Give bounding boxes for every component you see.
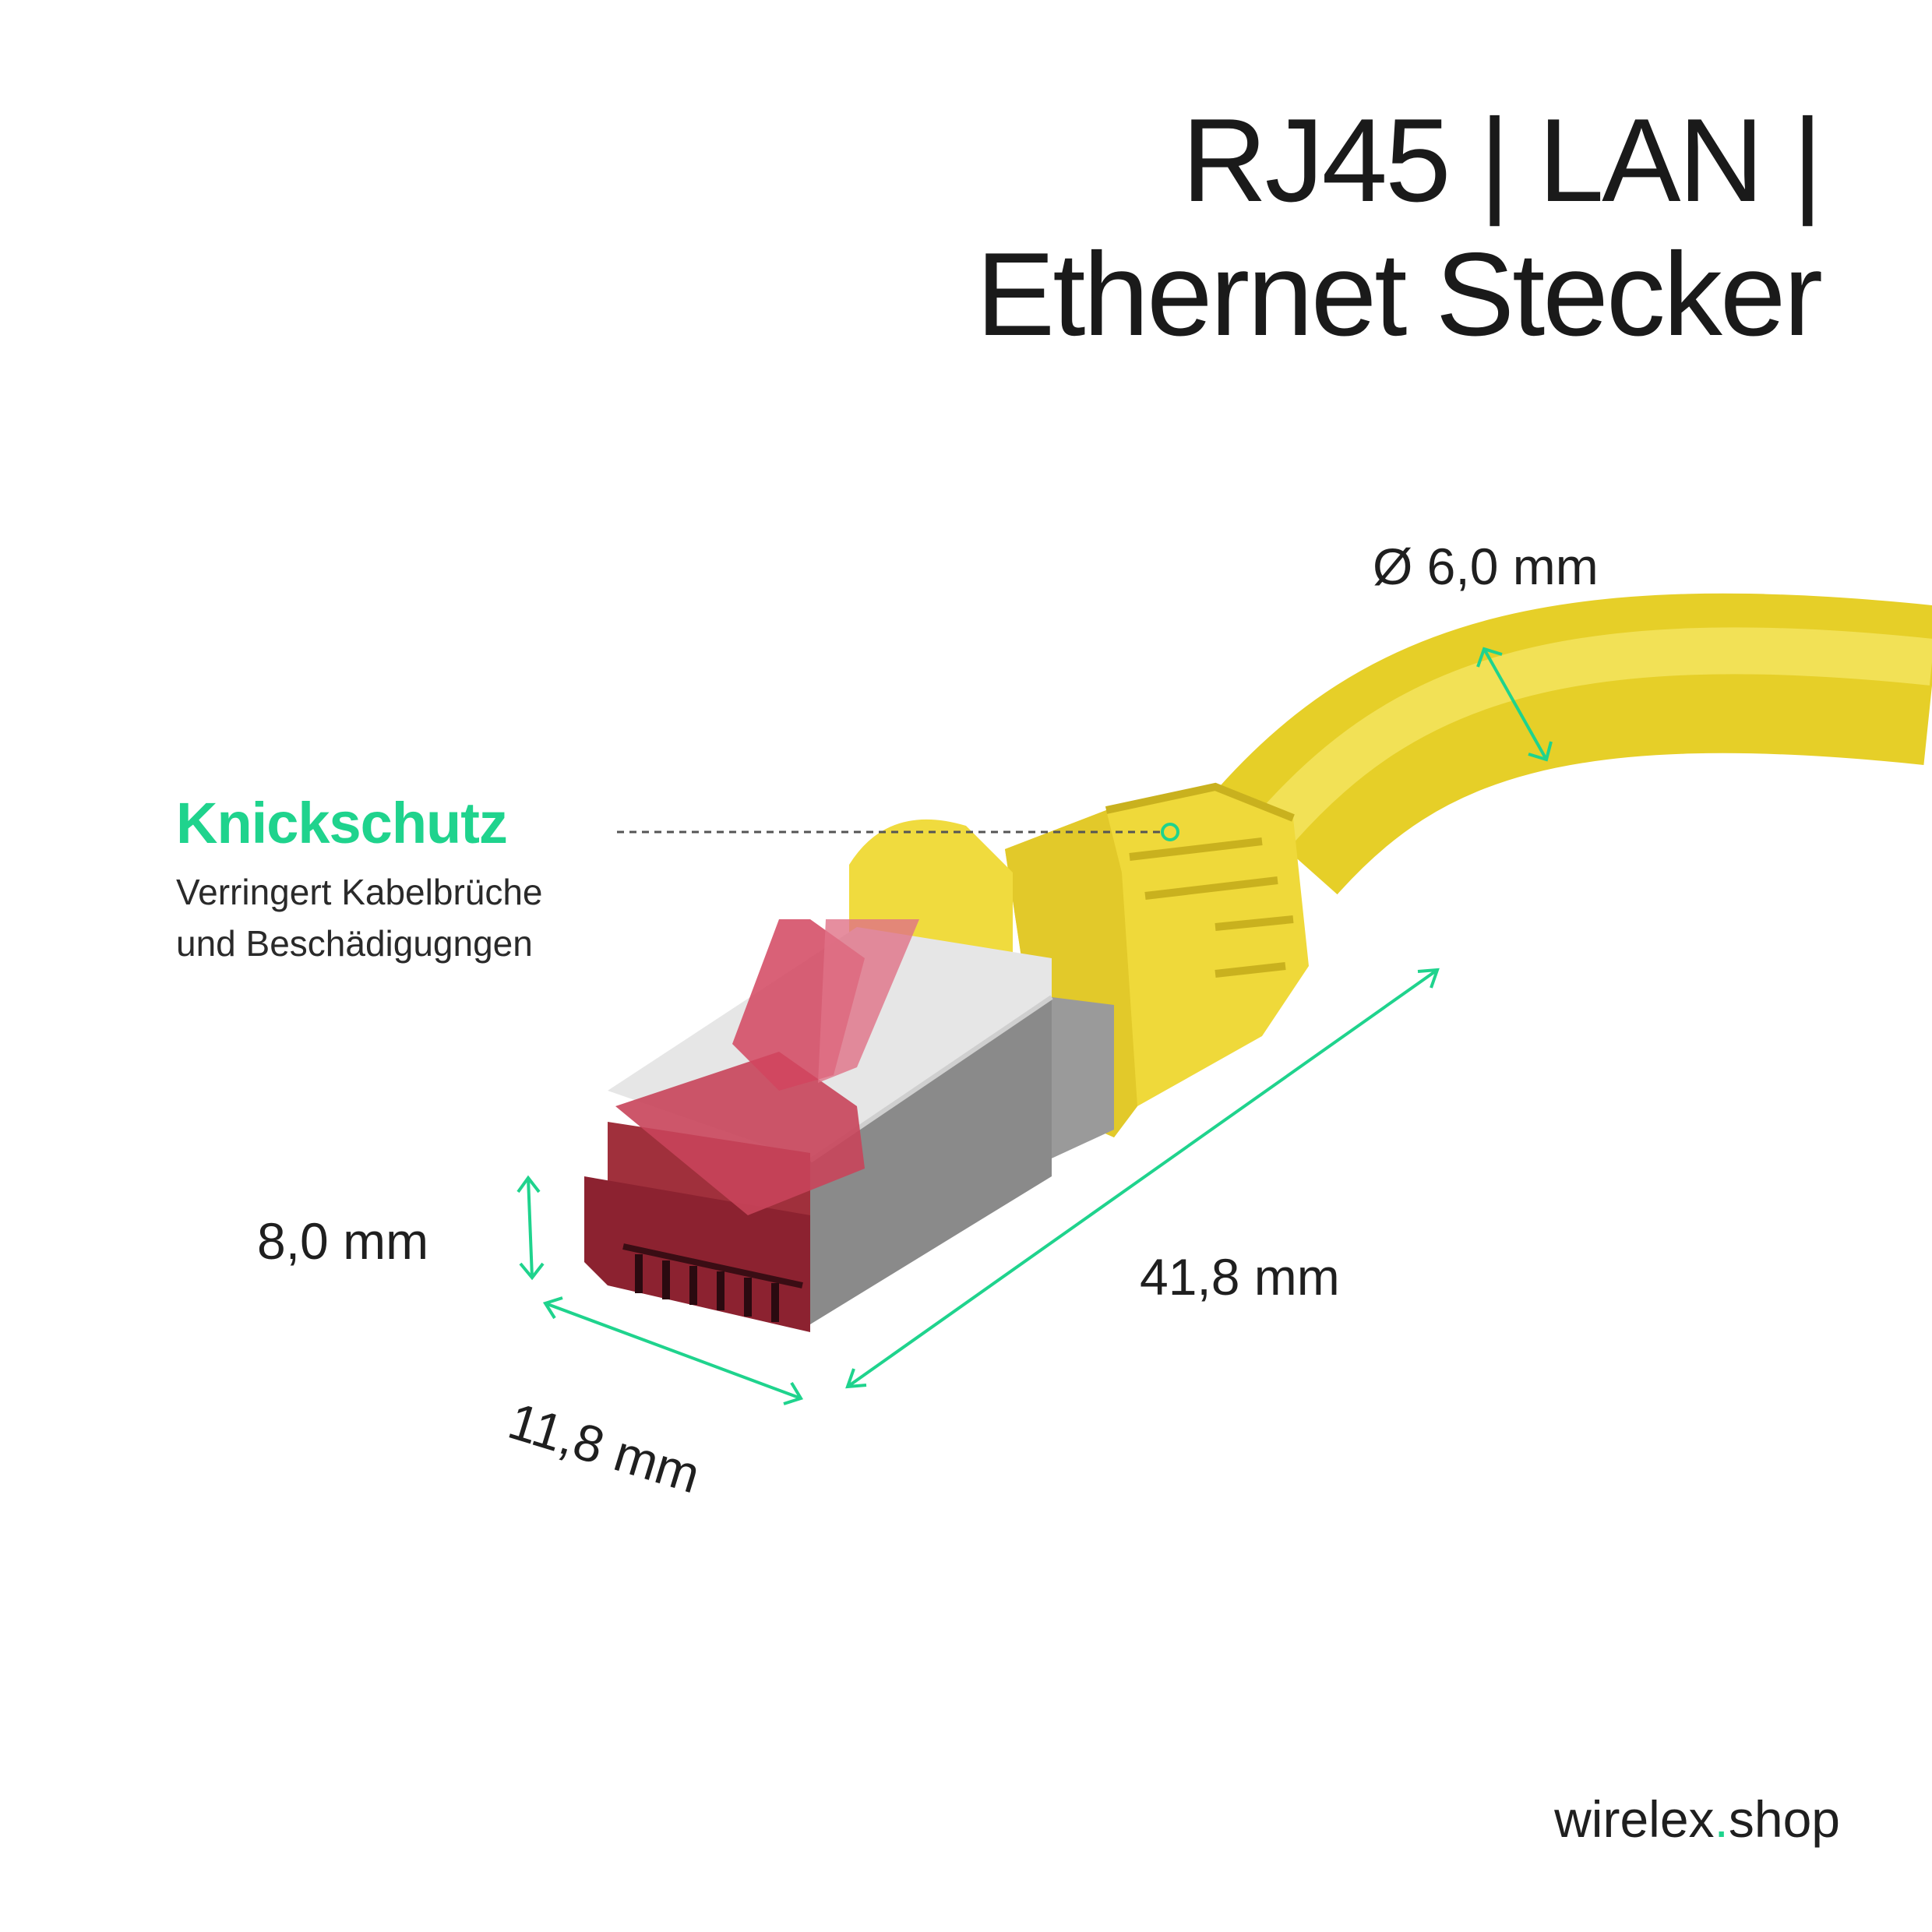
length-arrow <box>846 968 1439 1388</box>
brand-name: wirelex <box>1554 1790 1715 1848</box>
feature-desc-line-1: Verringert Kabelbrüche <box>176 872 543 912</box>
length-label: 41,8 mm <box>1140 1248 1340 1306</box>
feature-title: Knickschutz <box>176 791 508 855</box>
width-arrow <box>545 1302 802 1400</box>
title-line-2: Ethernet Stecker <box>975 228 1823 361</box>
diameter-arrow <box>1482 648 1548 760</box>
latch-housing <box>584 919 919 1332</box>
title-line-1: RJ45 | LAN | <box>1181 94 1823 227</box>
callout-marker-dot <box>1161 823 1179 841</box>
feature-description: Verringert Kabelbrüche und Beschädigugng… <box>176 866 543 969</box>
cable-highlight <box>1260 627 1932 841</box>
brand-tld: shop <box>1728 1790 1840 1848</box>
brand-logo: wirelex.shop <box>1554 1793 1840 1845</box>
page-title: RJ45 | LAN | Ethernet Stecker <box>975 93 1823 361</box>
dimension-arrows <box>516 647 1553 1405</box>
height-arrow <box>527 1177 534 1278</box>
feature-desc-line-2: und Beschädigugngen <box>176 923 533 964</box>
height-label: 8,0 mm <box>257 1212 429 1270</box>
brand-dot: . <box>1714 1790 1729 1848</box>
diameter-label: Ø 6,0 mm <box>1373 538 1599 595</box>
